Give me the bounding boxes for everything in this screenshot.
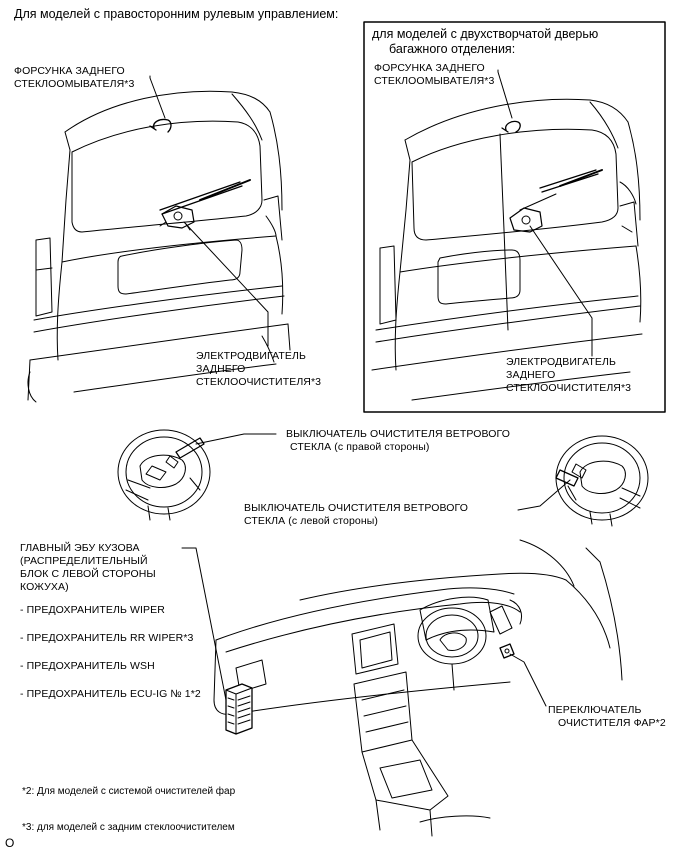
dashboard-drawing bbox=[181, 539, 623, 837]
steering-wheel-left-switch-drawing bbox=[517, 435, 649, 527]
box-washer-nozzle-label-line1: ФОРСУНКА ЗАДНЕГО bbox=[374, 62, 485, 74]
left-switch-label-line1: ВЫКЛЮЧАТЕЛЬ ОЧИСТИТЕЛЯ ВЕТРОВОГО bbox=[244, 502, 468, 514]
page-header: Для моделей с правосторонним рулевым упр… bbox=[14, 7, 339, 21]
fuse-rr-wiper: - ПРЕДОХРАНИТЕЛЬ RR WIPER*3 bbox=[20, 632, 194, 644]
left-switch-label-line2: СТЕКЛА (с левой стороны) bbox=[244, 515, 378, 527]
headlamp-switch-label-line2: ОЧИСТИТЕЛЯ ФАР*2 bbox=[558, 717, 666, 729]
box-wiper-motor-label-line2: ЗАДНЕГО bbox=[506, 369, 556, 381]
ecu-label-line2: (РАСПРЕДЕЛИТЕЛЬНЫЙ bbox=[20, 555, 148, 567]
fuse-wiper: - ПРЕДОХРАНИТЕЛЬ WIPER bbox=[20, 604, 165, 616]
box-title-line2: багажного отделения: bbox=[389, 42, 516, 56]
double-door-car-drawing bbox=[371, 69, 643, 401]
ecu-label-line4: КОЖУХА) bbox=[20, 581, 69, 593]
left-wiper-motor-label-line1: ЭЛЕКТРОДВИГАТЕЛЬ bbox=[196, 350, 306, 362]
ecu-label-line3: БЛОК С ЛЕВОЙ СТОРОНЫ bbox=[20, 568, 156, 580]
box-washer-nozzle-label-line2: СТЕКЛООМЫВАТЕЛЯ*3 bbox=[374, 75, 495, 87]
right-switch-label-line1: ВЫКЛЮЧАТЕЛЬ ОЧИСТИТЕЛЯ ВЕТРОВОГО bbox=[286, 428, 510, 440]
footnote-3: *3: для моделей с задним стеклоочистител… bbox=[22, 822, 235, 833]
box-wiper-motor-label-line3: СТЕКЛООЧИСТИТЕЛЯ*3 bbox=[506, 382, 632, 394]
left-wiper-motor-label-line3: СТЕКЛООЧИСТИТЕЛЯ*3 bbox=[196, 376, 322, 388]
ecu-label-line1: ГЛАВНЫЙ ЭБУ КУЗОВА bbox=[20, 542, 140, 554]
box-title-line1: для моделей с двухстворчатой дверью bbox=[372, 27, 599, 41]
left-rear-car-drawing bbox=[27, 75, 291, 403]
headlamp-switch-label-line1: ПЕРЕКЛЮЧАТЕЛЬ bbox=[548, 704, 642, 716]
double-door-box-frame bbox=[363, 21, 666, 413]
left-washer-nozzle-label-line2: СТЕКЛООМЫВАТЕЛЯ*3 bbox=[14, 78, 135, 90]
page-marker: O bbox=[5, 836, 15, 850]
steering-wheel-right-switch-drawing bbox=[117, 429, 277, 521]
fuse-ecu-ig: - ПРЕДОХРАНИТЕЛЬ ECU-IG № 1*2 bbox=[20, 688, 201, 700]
footnote-2: *2: Для моделей с системой очистителей ф… bbox=[22, 786, 236, 797]
right-switch-label-line2: СТЕКЛА (с правой стороны) bbox=[290, 441, 430, 453]
fuse-wsh: - ПРЕДОХРАНИТЕЛЬ WSH bbox=[20, 660, 155, 672]
box-wiper-motor-label-line1: ЭЛЕКТРОДВИГАТЕЛЬ bbox=[506, 356, 616, 368]
left-wiper-motor-label-line2: ЗАДНЕГО bbox=[196, 363, 246, 375]
left-washer-nozzle-label-line1: ФОРСУНКА ЗАДНЕГО bbox=[14, 65, 125, 77]
